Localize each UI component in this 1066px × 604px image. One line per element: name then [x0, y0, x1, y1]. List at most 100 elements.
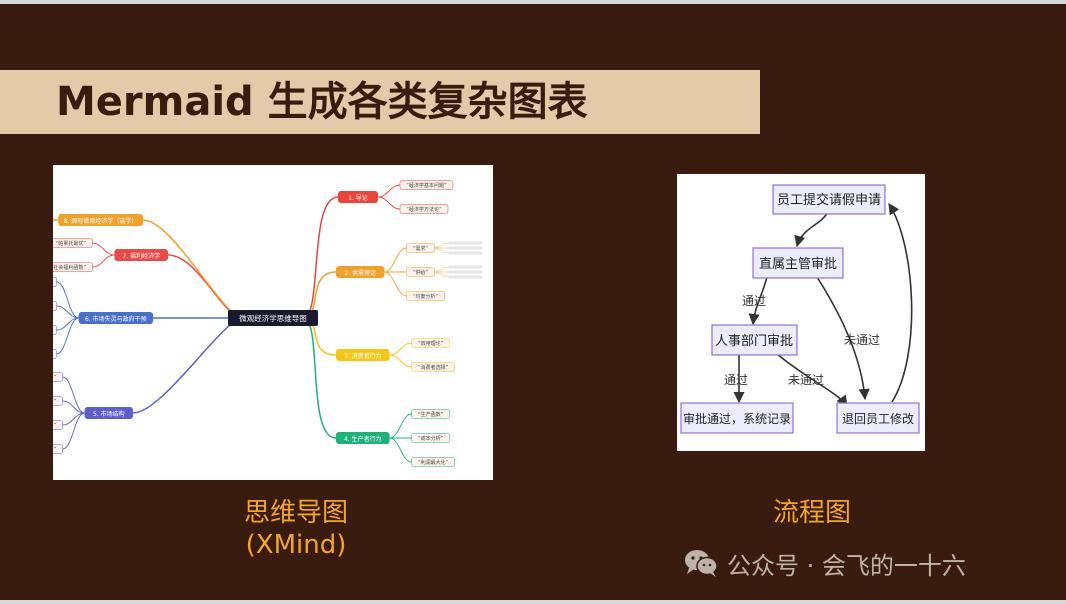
leaf-link: [434, 242, 449, 249]
flowchart-image: 通过 未通过 通过 未通过 员工提交请假申请 直属主管审批 人事部门审批 审批通…: [677, 174, 925, 451]
child-link: [53, 218, 59, 221]
child-link: [62, 376, 85, 414]
node-hr: 人事部门审批: [715, 334, 793, 349]
child-label: “生产函数”: [418, 411, 444, 418]
child-link: [377, 196, 401, 210]
edge-returned-submit: [888, 203, 913, 403]
branch-node: [78, 312, 153, 324]
child-node: [53, 301, 57, 311]
child-node: [53, 349, 57, 359]
child-node: [399, 204, 449, 214]
branch-label: 7. 福利经济学: [122, 252, 160, 260]
child-node: [53, 372, 63, 382]
mindmap-caption-line2: (XMind): [245, 530, 347, 560]
watermark-text: 公众号 · 会飞的一十六: [727, 551, 966, 580]
child-link: [389, 354, 412, 368]
child-link: [56, 317, 79, 355]
child-label: “垄断竞争”: [53, 422, 57, 429]
mindmap-caption-line1: 思维导图: [243, 498, 348, 528]
node-approved-box: [680, 402, 794, 434]
child-node: [411, 338, 450, 348]
child-link: [92, 242, 115, 256]
leaf-node: [448, 270, 483, 274]
center-node: [228, 310, 318, 326]
child-label: “垄断”: [53, 398, 57, 405]
child-node: [53, 325, 57, 335]
child-node: [53, 444, 63, 454]
node-hr-box: [711, 324, 798, 356]
flowchart-svg: 通过 未通过 通过 未通过 员工提交请假申请 直属主管审批 人事部门审批 审批通…: [680, 184, 920, 434]
edge-label-manager-hr: 通过: [742, 294, 766, 308]
child-node: [406, 291, 445, 301]
child-label: “效用理论”: [418, 340, 444, 347]
child-link: [377, 184, 401, 198]
child-label: “社会福利函数”: [53, 264, 86, 271]
branch-label: 6. 市场失灵与政府干预: [85, 315, 147, 323]
child-node: [411, 362, 455, 372]
node-returned-box: [836, 402, 920, 434]
node-manager-box: [752, 247, 844, 279]
node-manager: 直属主管审批: [759, 257, 837, 272]
branch-link: [302, 317, 337, 439]
child-link: [384, 271, 407, 297]
leaf-link: [434, 247, 449, 254]
child-link: [389, 437, 412, 463]
branch-node: [84, 407, 133, 419]
mindmap-svg: 1. 导论 “经济学基本问题” “经济学方法论” 2. 供需理论 “需求” “供给” “均衡…: [53, 180, 483, 467]
leaf-node: [448, 251, 483, 255]
bottom-border: [0, 600, 1066, 604]
child-link: [62, 412, 85, 450]
branch-label: 4. 生产者行为: [344, 435, 382, 443]
child-label: “经济学基本问题”: [406, 182, 447, 189]
child-link: [56, 305, 79, 319]
child-node: [53, 277, 57, 287]
branch-label: 1. 导论: [348, 194, 368, 202]
slide-title: Mermaid 生成各类复杂图表: [56, 79, 588, 125]
node-submit: 员工提交请假申请: [777, 192, 881, 208]
child-node: [411, 457, 455, 467]
top-border: [0, 0, 1066, 4]
child-link: [92, 254, 115, 268]
child-link: [62, 400, 85, 414]
child-node: [53, 262, 93, 272]
edge-label-manager-returned: 未通过: [844, 333, 880, 347]
child-label: “利润最大化”: [418, 459, 449, 466]
branch-node: [336, 432, 390, 444]
child-label: “均衡分析”: [413, 293, 439, 300]
wechat-icon: [685, 550, 718, 577]
branch-node: [114, 249, 168, 261]
branch-node: [338, 191, 378, 203]
branch-label: 3. 消费者行为: [344, 352, 382, 360]
branch-label: 8. 国际微观经济学（选学）: [64, 217, 138, 225]
edge-hr-returned: [776, 353, 848, 407]
child-node: [53, 238, 93, 248]
child-label: “帕累托最优”: [56, 240, 87, 247]
child-node: [411, 433, 450, 443]
watermark: 公众号 · 会飞的一十六: [683, 546, 966, 580]
branch-label: 2. 供需理论: [344, 269, 376, 277]
edge-label-hr-returned: 未通过: [788, 373, 824, 387]
child-node: [411, 409, 450, 419]
child-label: “经济学方法论”: [406, 206, 442, 213]
mindmap-image: 1. 导论 “经济学基本问题” “经济学方法论” 2. 供需理论 “需求” “供给” “均衡…: [53, 165, 493, 480]
branch-label: 5. 市场结构: [93, 410, 125, 418]
child-label: “寡头垄断”: [53, 446, 57, 453]
child-node: [53, 420, 63, 430]
node-returned: 退回员工修改: [842, 411, 914, 426]
child-label: “供给”: [413, 269, 429, 276]
branch-node: [336, 349, 390, 361]
branch-node: [336, 266, 385, 278]
branch-node: [58, 214, 144, 226]
leaf-node: [448, 241, 483, 245]
child-label: “消费者选择”: [418, 364, 449, 371]
leaf-node: [448, 275, 483, 279]
child-link: [389, 413, 412, 439]
child-label: “需求”: [413, 245, 429, 252]
branch-link: [132, 317, 244, 414]
leaf-node: [448, 265, 483, 269]
leaf-node: [448, 246, 483, 250]
child-link: [384, 247, 407, 273]
mindmap-caption: 思维导图 (XMind): [196, 497, 396, 561]
child-link: [56, 281, 79, 319]
flowchart-caption: 流程图: [772, 498, 851, 528]
